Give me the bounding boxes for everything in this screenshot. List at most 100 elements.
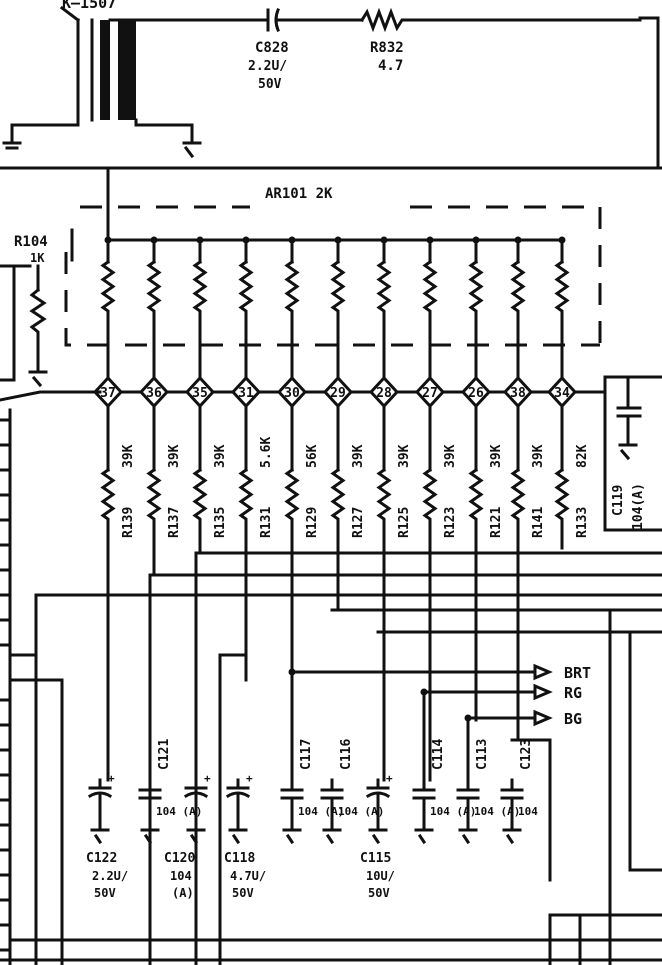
capacitor-value: 104: [518, 805, 538, 818]
svg-text:+: +: [386, 772, 393, 785]
capacitor-value: 104 (A): [156, 805, 202, 818]
pin-number: 31: [238, 386, 254, 401]
ceramic-capacitor: C121 104 (A): [138, 739, 202, 845]
network-resistor: [238, 236, 254, 380]
left-wiring: [0, 390, 102, 965]
resistor-value: 39K: [489, 444, 504, 468]
network-resistor: [330, 236, 346, 380]
signal-bus-lines: [0, 551, 662, 965]
capacitor-ref: C123: [519, 739, 534, 770]
c119-value: 104(A): [631, 483, 646, 530]
capacitor-ref: C118: [224, 851, 255, 866]
series-resistor: 39K R125: [376, 404, 412, 550]
capacitor-value: 104 (A): [338, 805, 384, 818]
resistor-value: 39K: [121, 444, 136, 468]
pin-node: 27: [414, 375, 446, 409]
output-terminals: BRT RG BG: [288, 663, 591, 782]
output-label: BRT: [564, 664, 591, 682]
resistor-value: 39K: [531, 444, 546, 468]
pin-number: 38: [510, 386, 526, 401]
output-bg: BG: [464, 709, 582, 728]
r104-ref: R104: [14, 234, 48, 250]
svg-text:+: +: [246, 772, 253, 785]
network-resistor: [376, 236, 392, 380]
pin-node: 26: [460, 375, 492, 409]
resistor-value: 39K: [443, 444, 458, 468]
ceramic-capacitor: C123 104: [500, 739, 538, 845]
transformer-ref: K—1507: [62, 0, 116, 12]
network-resistor: [422, 236, 438, 380]
pin-node: 29: [322, 375, 354, 409]
pin-number: 30: [284, 386, 300, 401]
pin-number: 34: [554, 386, 570, 401]
resistor-ref: R121: [489, 507, 504, 538]
network-resistor: [100, 236, 116, 380]
capacitor-voltage: 50V: [94, 886, 116, 900]
transformer-symbol: [2, 5, 252, 159]
resistor-r832: R832 4.7: [359, 7, 660, 170]
resistor-ref: R139: [121, 507, 136, 538]
pin-number: 36: [146, 386, 162, 401]
pin-node: 30: [276, 375, 308, 409]
series-resistor: 39K R139: [100, 404, 136, 550]
pin-node: 31: [230, 375, 262, 409]
capacitor-voltage: 50V: [368, 886, 390, 900]
svg-text:+: +: [108, 772, 115, 785]
electrolytic-capacitor-bank: +C1222.2U/50V+C120104(A)+C1184.7U/50V+C1…: [86, 772, 395, 900]
capacitor-ref: C121: [157, 739, 172, 770]
resistor-ref: R135: [213, 507, 228, 538]
top-section: K—1507 C828 2.2U/ 50V R832: [0, 0, 662, 170]
resistor-value: 39K: [397, 444, 412, 468]
ceramic-capacitor: C114 104 (A): [412, 739, 476, 845]
pin-number: 37: [100, 386, 116, 401]
capacitor-ref: C117: [299, 739, 314, 770]
capacitor-value: 10U/: [366, 869, 395, 883]
resistor-ref: R123: [443, 507, 458, 538]
pin-number: 29: [330, 386, 346, 401]
resistor-ref: R125: [397, 507, 412, 538]
pin-node: 28: [368, 375, 400, 409]
pin-number: 26: [468, 386, 484, 401]
pin-node: 36: [138, 375, 170, 409]
capacitor-value: 104 (A): [430, 805, 476, 818]
capacitor-ref: C114: [431, 739, 446, 770]
resistor-ref: R131: [259, 507, 274, 538]
electrolytic-capacitor: + C118 4.7U/50V: [224, 772, 266, 900]
pin-number: 28: [376, 386, 392, 401]
resistor-ref: R133: [575, 507, 590, 538]
resistor-value: 39K: [213, 444, 228, 468]
c119-ref: C119: [611, 485, 626, 516]
resistor-value: 82K: [575, 444, 590, 468]
pin-number: 35: [192, 386, 208, 401]
resistor-r104: R104 1K: [0, 228, 74, 388]
series-resistor-bank: 39KR13939KR13739KR1355.6KR13156KR12939KR…: [100, 404, 590, 782]
capacitor-voltage: 50V: [232, 886, 254, 900]
capacitor-ref: C113: [475, 739, 490, 770]
capacitor-ref: C120: [164, 851, 195, 866]
c828-ref: C828: [255, 40, 289, 56]
c828-value-2: 50V: [258, 77, 282, 92]
pin-node: 34: [546, 375, 578, 409]
capacitor-value: 104 (A): [474, 805, 520, 818]
capacitor-value: 4.7U/: [230, 869, 266, 883]
network-resistor: [192, 236, 208, 380]
pin-node: 35: [184, 375, 216, 409]
series-resistor: 39K R121: [468, 404, 504, 550]
network-resistor: [554, 236, 570, 380]
network-resistor: [146, 236, 162, 380]
capacitor-c119: C119 104(A): [603, 375, 662, 532]
r104-value: 1K: [30, 251, 45, 265]
c828-value-1: 2.2U/: [248, 59, 287, 74]
network-resistor: [510, 236, 526, 380]
capacitor-value: 104: [170, 869, 192, 883]
output-label: RG: [564, 684, 582, 702]
